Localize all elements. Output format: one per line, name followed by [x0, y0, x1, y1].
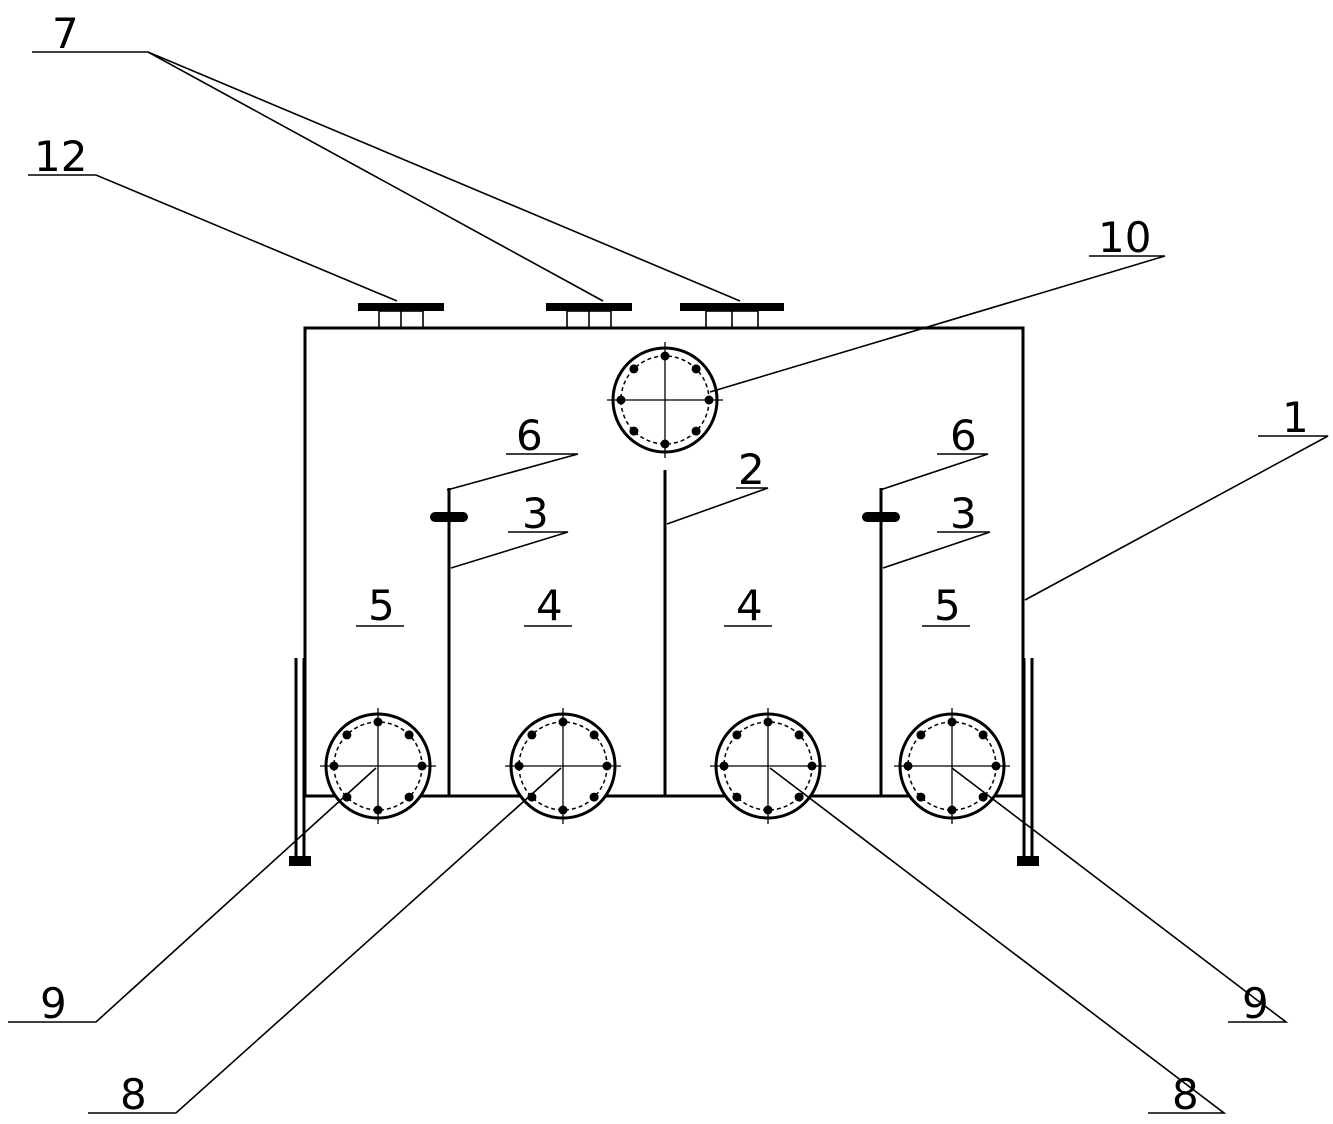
label-inner-flange-left: 8 [120, 1070, 147, 1119]
label-side-partition-left: 3 [522, 489, 549, 538]
label-inner-chamber-right: 4 [736, 581, 763, 630]
label-side-partition-right: 3 [950, 489, 977, 538]
inner-flange-left [505, 708, 621, 824]
top-flange [607, 342, 723, 458]
label-inner-chamber-left: 4 [536, 581, 563, 630]
right-leg [1017, 658, 1039, 866]
top-nozzle-1 [546, 303, 632, 329]
vent-nozzle [358, 303, 444, 329]
label-outer-chamber-left: 5 [368, 581, 395, 630]
valve-right [862, 502, 900, 532]
label-vent-port: 12 [34, 132, 87, 181]
top-nozzle-2 [680, 303, 784, 329]
outer-flange-right [894, 708, 1010, 824]
label-valve-left: 6 [516, 411, 543, 460]
label-outer-flange-right: 9 [1242, 979, 1269, 1028]
label-outer-chamber-right: 5 [934, 581, 961, 630]
label-tank: 1 [1282, 393, 1309, 442]
inner-flange-right [710, 708, 826, 824]
label-top-ports: 7 [52, 9, 79, 58]
label-inner-flange-right: 8 [1172, 1070, 1199, 1119]
leader-lines [8, 51, 1329, 1114]
left-leg [289, 658, 311, 866]
label-outer-flange-left: 9 [40, 979, 67, 1028]
outer-flange-left [320, 708, 436, 824]
label-valve-right: 6 [950, 411, 977, 460]
valve-left [430, 502, 468, 532]
label-middle-partition: 2 [738, 445, 765, 494]
label-top-flange: 10 [1098, 213, 1151, 262]
